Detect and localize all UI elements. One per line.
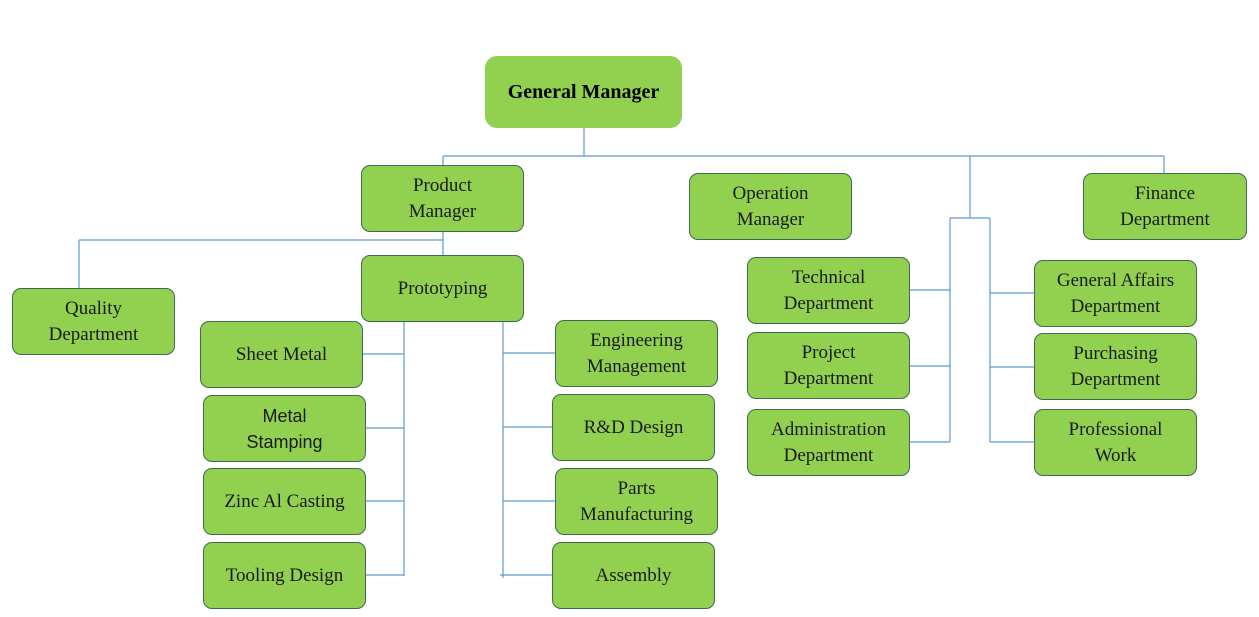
operation-manager-node: Operation Manager: [689, 173, 852, 240]
professional-work-node: Professional Work: [1034, 409, 1197, 476]
prototyping-node: Prototyping: [361, 255, 524, 322]
engineering-management-node: Engineering Management: [555, 320, 718, 387]
administration-department-node: Administration Department: [747, 409, 910, 476]
general-affairs-department-node: General Affairs Department: [1034, 260, 1197, 327]
sheet-metal-node: Sheet Metal: [200, 321, 363, 388]
project-department-node: Project Department: [747, 332, 910, 399]
quality-department-node: Quality Department: [12, 288, 175, 355]
technical-department-node: Technical Department: [747, 257, 910, 324]
purchasing-department-node: Purchasing Department: [1034, 333, 1197, 400]
product-manager-node: Product Manager: [361, 165, 524, 232]
rd-design-node: R&D Design: [552, 394, 715, 461]
finance-department-node: Finance Department: [1083, 173, 1247, 240]
metal-stamping-node: Metal Stamping: [203, 395, 366, 462]
assembly-node: Assembly: [552, 542, 715, 609]
tooling-design-node: Tooling Design: [203, 542, 366, 609]
parts-manufacturing-node: Parts Manufacturing: [555, 468, 718, 535]
general-manager-node: General Manager: [485, 56, 682, 128]
zinc-al-casting-node: Zinc Al Casting: [203, 468, 366, 535]
